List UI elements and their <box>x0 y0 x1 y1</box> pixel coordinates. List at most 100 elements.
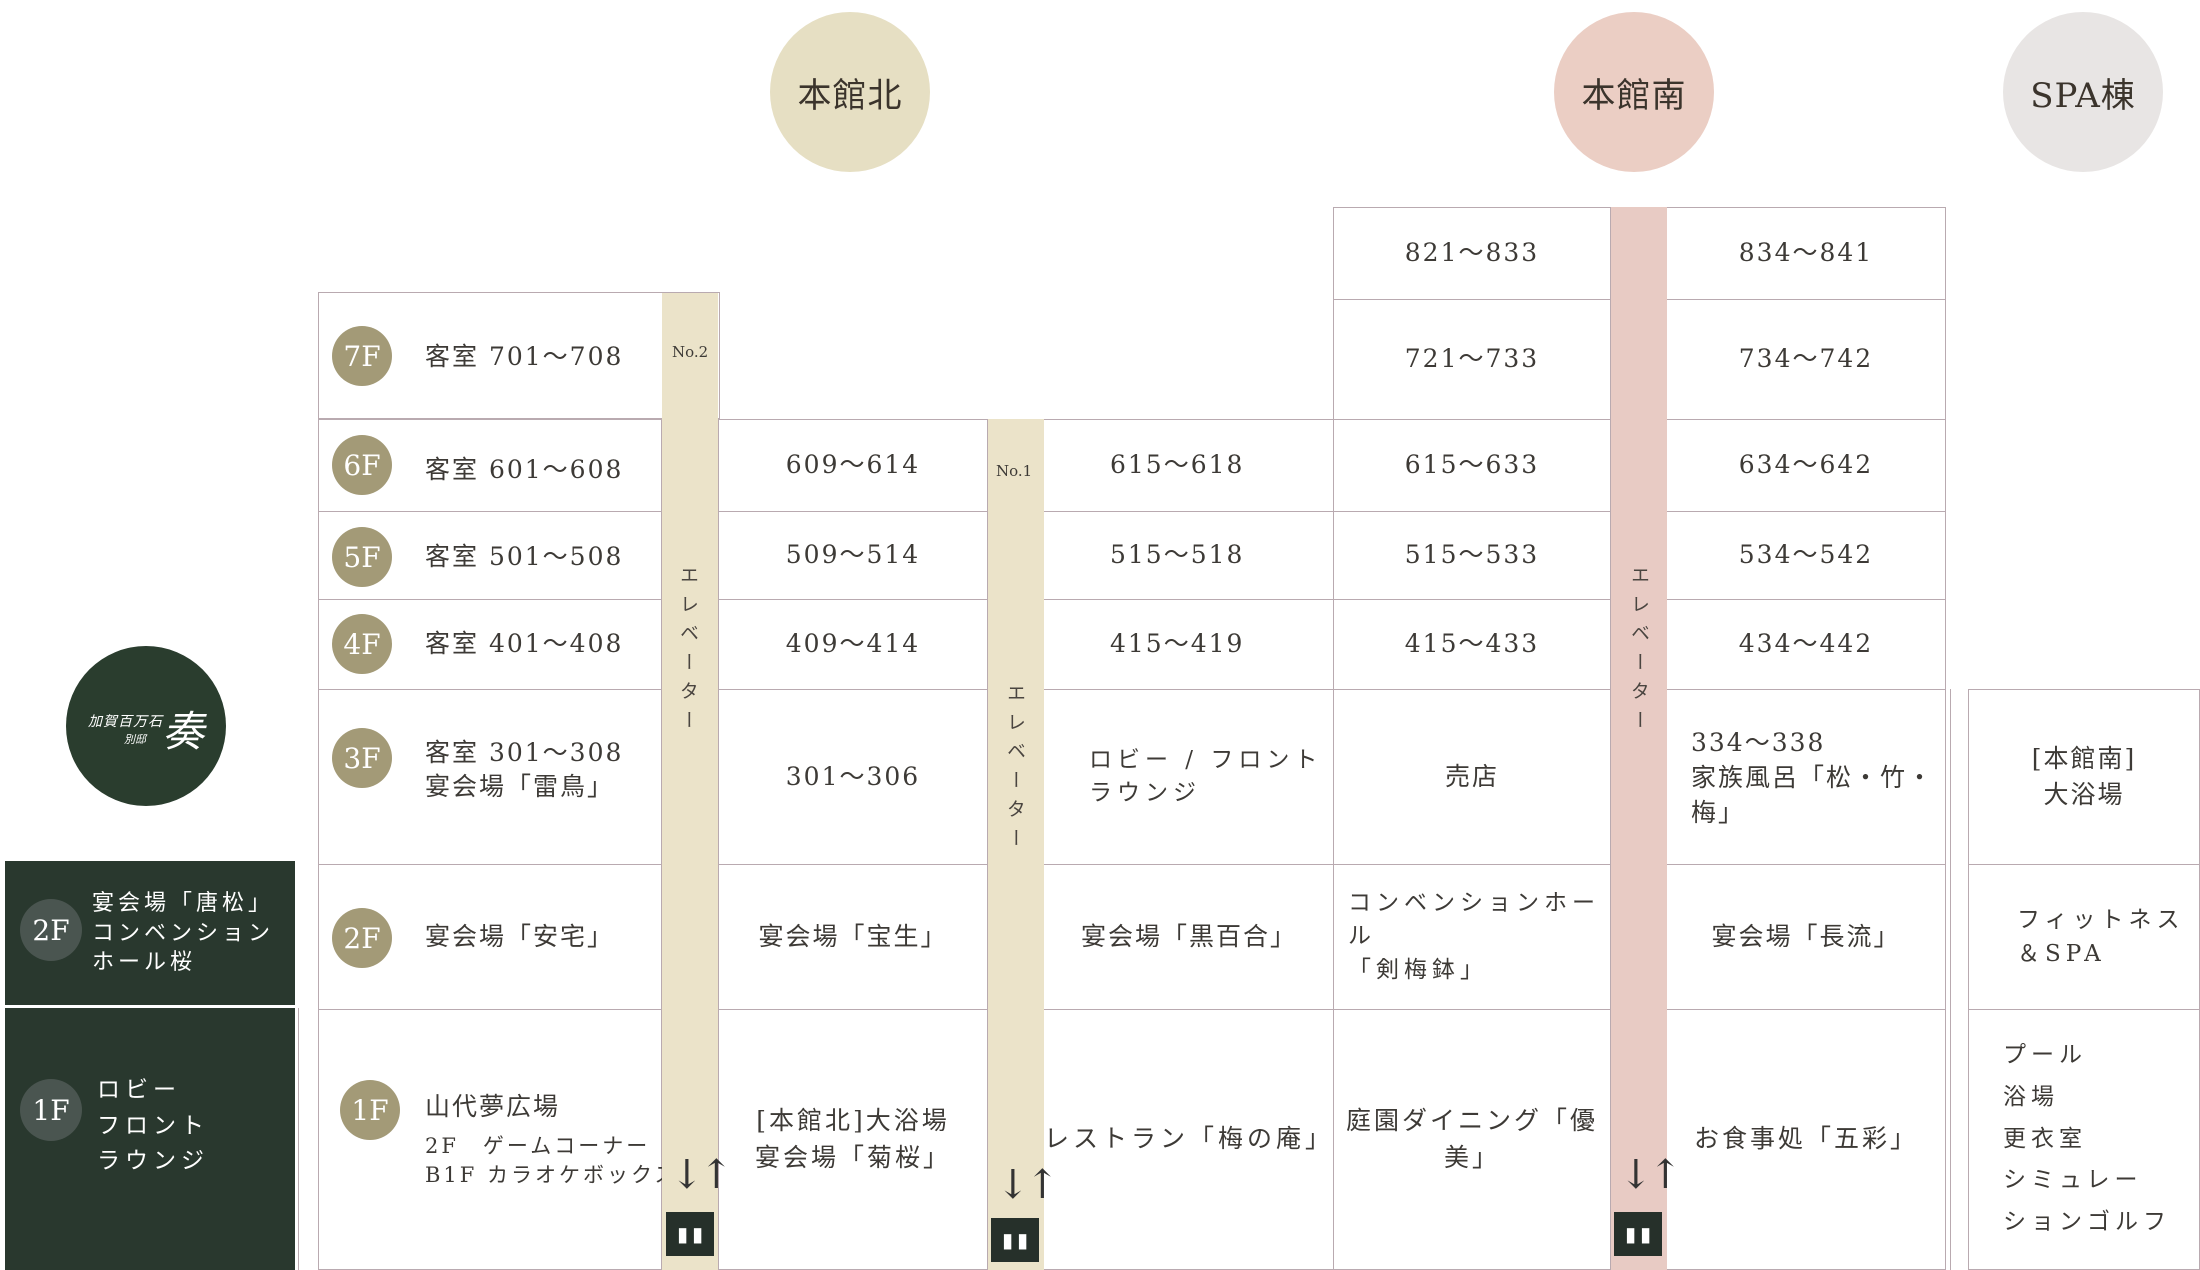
south-6f-l-label: 615〜633 <box>1404 450 1540 480</box>
elevator-no2-shaft <box>662 293 718 1270</box>
annex-1f-badge: 1F <box>20 1079 82 1141</box>
south-5f-r-label: 534〜542 <box>1738 540 1874 570</box>
north-1f-c-label: レストラン「梅の庵」 <box>1044 1124 1335 1154</box>
north-5f-rooms: 客室 501〜508 <box>425 542 624 571</box>
logo-script: 加賀百万石 <box>88 714 163 730</box>
south-2f-r-label: 宴会場「長流」 <box>1711 921 1901 951</box>
elevator-no1-vertical-label: エレベーター <box>1004 683 1026 857</box>
north-3f-rooms: 客室 301〜308 宴会場「雷鳥」 <box>425 738 624 801</box>
elevator-no2-arrows-icon: ↓↑ <box>670 1152 733 1198</box>
elevator-south-icon: ▮▮ <box>1614 1212 1662 1256</box>
south-6f-r-label: 634〜642 <box>1738 450 1874 480</box>
south-8f-l: 821〜833 <box>1333 207 1611 300</box>
logo-kanji: 奏 <box>162 707 205 756</box>
badge-2f: 2F <box>332 908 392 968</box>
south-4f-l-label: 415〜433 <box>1404 629 1540 659</box>
north-3f-b: 301〜306 <box>718 689 988 865</box>
logo: 加賀百万石 別邸 奏 <box>66 646 226 806</box>
south-1f-r-label: お食事処「五彩」 <box>1693 1124 1918 1154</box>
elevator-no2-vertical-label: エレベーター <box>677 565 699 739</box>
north-4f-rooms: 客室 401〜408 <box>425 629 624 658</box>
spa-3f: [本館南] 大浴場 <box>1968 689 2200 865</box>
south-3f-r: 334〜338 家族風呂「松・竹・梅」 <box>1666 689 1946 865</box>
north-6f-rooms: 客室 601〜608 <box>425 455 624 484</box>
person-icon: ▮ <box>1017 1228 1029 1252</box>
south-2f-l: コンベンションホール 「剣梅鉢」 <box>1333 864 1611 1010</box>
north-4f-b: 409〜414 <box>718 599 988 690</box>
south-2f-r: 宴会場「長流」 <box>1666 864 1946 1010</box>
building-south-circle: 本館南 <box>1554 12 1714 172</box>
badge-5f-label: 5F <box>343 540 381 574</box>
south-7f-l: 721〜733 <box>1333 299 1611 420</box>
north-6f-b: 609〜614 <box>718 419 988 512</box>
annex-1f-badge-label: 1F <box>32 1093 70 1127</box>
elevator-no1-shaft <box>988 419 1044 1270</box>
badge-2f-label: 2F <box>343 921 381 955</box>
spa-2f: フィットネス ＆SPA <box>1968 864 2200 1010</box>
building-north-circle: 本館北 <box>770 12 930 172</box>
south-7f-r: 734〜742 <box>1666 299 1946 420</box>
north-6f-c-label: 615〜618 <box>1110 450 1245 480</box>
south-4f-r: 434〜442 <box>1666 599 1946 690</box>
elevator-no2-label: No.2 <box>672 343 709 361</box>
south-8f-l-label: 821〜833 <box>1404 238 1540 268</box>
north-3f-b-label: 301〜306 <box>785 761 921 791</box>
north-2f-c-label: 宴会場「黒百合」 <box>1080 921 1297 951</box>
south-2f-l-label: コンベンションホール 「剣梅鉢」 <box>1348 889 1600 983</box>
north-6f-c: 615〜618 <box>1043 419 1335 512</box>
south-5f-r: 534〜542 <box>1666 511 1946 600</box>
north-2f-b: 宴会場「宝生」 <box>718 864 988 1010</box>
north-5f-b: 509〜514 <box>718 511 988 600</box>
annex-divider-line <box>298 1008 299 1270</box>
spa-1f: プール 浴場 更衣室 シミュレー ションゴルフ <box>1968 1009 2200 1270</box>
badge-6f: 6F <box>332 435 392 495</box>
north-2f-b-label: 宴会場「宝生」 <box>758 921 948 951</box>
elevator-no2-icon: ▮▮ <box>666 1212 714 1256</box>
north-1f-b-label: [本館北]大浴場 宴会場「菊桜」 <box>754 1106 951 1172</box>
elevator-south-arrows-icon: ↓↑ <box>1619 1152 1682 1198</box>
building-spa-circle: SPA棟 <box>2003 12 2163 172</box>
south-1f-l: 庭園ダイニング「優美」 <box>1333 1009 1611 1270</box>
annex-2f-badge: 2F <box>20 899 82 961</box>
south-3f-l: 売店 <box>1333 689 1611 865</box>
south-1f-r: お食事処「五彩」 <box>1666 1009 1946 1270</box>
north-1f-b: [本館北]大浴場 宴会場「菊桜」 <box>718 1009 988 1270</box>
badge-3f-label: 3F <box>343 741 381 775</box>
south-3f-l-label: 売店 <box>1444 761 1499 791</box>
badge-1f-label: 1F <box>351 1093 389 1127</box>
elevator-south-shaft <box>1611 207 1667 1270</box>
elevator-no1-icon: ▮▮ <box>991 1218 1039 1262</box>
south-1f-l-label: 庭園ダイニング「優美」 <box>1345 1106 1598 1172</box>
badge-3f: 3F <box>332 728 392 788</box>
spa-2f-label: フィットネス ＆SPA <box>2017 906 2185 968</box>
north-2f-a-label: 宴会場「安宅」 <box>425 922 615 951</box>
north-4f-c-label: 415〜419 <box>1110 629 1245 659</box>
south-6f-r: 634〜642 <box>1666 419 1946 512</box>
annex-2f-badge-label: 2F <box>32 913 70 947</box>
north-4f-c: 415〜419 <box>1043 599 1335 690</box>
annex-2f-text: 宴会場「唐松」 コンベンション ホール桜 <box>92 891 275 976</box>
badge-1f: 1F <box>340 1080 400 1140</box>
south-3f-r-label: 334〜338 家族風呂「松・竹・梅」 <box>1691 727 1935 827</box>
building-spa-label: SPA棟 <box>2030 75 2136 116</box>
logo-script-sub: 別邸 <box>124 733 146 746</box>
person-icon: ▮ <box>1624 1222 1636 1246</box>
person-icon: ▮ <box>692 1222 704 1246</box>
badge-7f: 7F <box>332 326 392 386</box>
south-4f-l: 415〜433 <box>1333 599 1611 690</box>
annex-1f-text: ロビー フロント ラウンジ <box>97 1077 209 1175</box>
north-3f-c-label: ロビー / フロント ラウンジ <box>1089 746 1323 806</box>
north-6f-b-label: 609〜614 <box>785 450 921 480</box>
south-6f-l: 615〜633 <box>1333 419 1611 512</box>
building-south-label: 本館南 <box>1581 75 1687 116</box>
north-5f-c-label: 515〜518 <box>1110 540 1245 570</box>
south-7f-r-label: 734〜742 <box>1738 344 1874 374</box>
person-icon: ▮ <box>676 1222 688 1246</box>
person-icon: ▮ <box>1001 1228 1013 1252</box>
south-5f-l: 515〜533 <box>1333 511 1611 600</box>
badge-4f-label: 4F <box>343 627 381 661</box>
badge-6f-label: 6F <box>343 448 381 482</box>
north-4f-b-label: 409〜414 <box>785 629 921 659</box>
south-5f-l-label: 515〜533 <box>1404 540 1540 570</box>
south-7f-l-label: 721〜733 <box>1404 344 1540 374</box>
